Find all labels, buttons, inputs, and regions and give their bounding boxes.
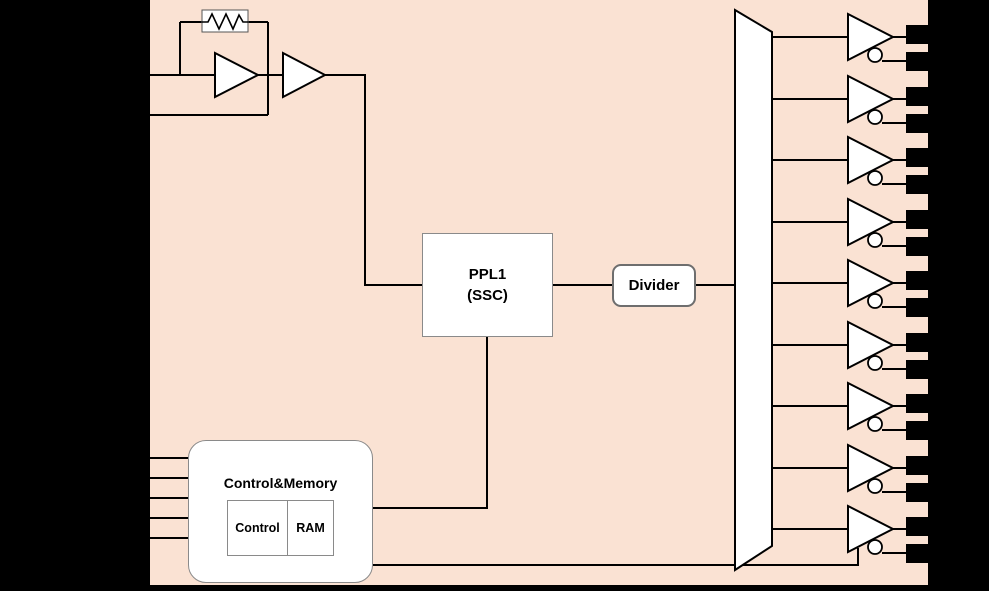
output-pin xyxy=(906,175,928,194)
inverted-output-bubble-icon xyxy=(867,47,883,63)
control-label: Control xyxy=(235,521,280,535)
output-buffer-icon xyxy=(847,12,896,62)
output-pin xyxy=(906,237,928,256)
output-buffer-icon xyxy=(847,135,896,185)
output-pin xyxy=(906,148,928,167)
inverted-output-bubble-icon xyxy=(867,355,883,371)
output-buffer-icon xyxy=(847,320,896,370)
output-channel xyxy=(772,320,928,379)
output-pin xyxy=(906,360,928,379)
resistor-icon xyxy=(202,12,248,31)
wire-control-to-output xyxy=(373,548,859,566)
output-pin xyxy=(906,421,928,440)
pll-label-line1: PPL1 xyxy=(468,266,507,283)
output-pin xyxy=(906,456,928,475)
inverted-output-bubble-icon xyxy=(867,232,883,248)
control-memory-block: Control&Memory Control RAM xyxy=(188,440,373,583)
output-pin xyxy=(906,333,928,352)
output-buffer-icon xyxy=(847,258,896,308)
output-pin xyxy=(906,210,928,229)
output-pin xyxy=(906,52,928,71)
ram-sub-block: RAM xyxy=(288,500,334,556)
output-channel xyxy=(772,504,928,563)
output-channel xyxy=(772,135,928,194)
divider-block: Divider xyxy=(612,264,696,307)
output-buffer-icon xyxy=(847,381,896,431)
clock-distribution-buffer-icon xyxy=(734,8,773,572)
output-channel xyxy=(772,381,928,440)
control-memory-inner: Control RAM xyxy=(227,500,334,556)
control-sub-block: Control xyxy=(227,500,288,556)
output-pin xyxy=(906,298,928,317)
output-pin xyxy=(906,25,928,44)
output-pin xyxy=(906,544,928,563)
output-pin xyxy=(906,483,928,502)
inverted-output-bubble-icon xyxy=(867,109,883,125)
output-channel xyxy=(772,74,928,133)
output-pin xyxy=(906,517,928,536)
output-buffer-icon xyxy=(847,504,896,554)
output-channel xyxy=(772,12,928,71)
output-buffer-icon xyxy=(847,74,896,124)
output-channel xyxy=(772,258,928,317)
pll-block: PPL1 (SSC) xyxy=(422,233,553,337)
pll-label-line2: (SSC) xyxy=(467,287,508,304)
output-pin xyxy=(906,271,928,290)
divider-label: Divider xyxy=(628,277,680,294)
wire-pll-to-control xyxy=(373,337,488,509)
osc-buffer-icon xyxy=(282,51,328,99)
inverted-output-bubble-icon xyxy=(867,170,883,186)
control-memory-label: Control&Memory xyxy=(223,475,338,491)
output-pin xyxy=(906,87,928,106)
ram-label: RAM xyxy=(296,521,325,535)
osc-inverter-icon xyxy=(214,51,261,99)
inverted-output-bubble-icon xyxy=(867,478,883,494)
output-pin xyxy=(906,114,928,133)
output-channel xyxy=(772,443,928,502)
output-buffer-icon xyxy=(847,443,896,493)
output-channel xyxy=(772,197,928,256)
output-buffer-icon xyxy=(847,197,896,247)
inverted-output-bubble-icon xyxy=(867,539,883,555)
inverted-output-bubble-icon xyxy=(867,293,883,309)
wire-osc-to-pll xyxy=(325,74,422,286)
output-pin xyxy=(906,394,928,413)
inverted-output-bubble-icon xyxy=(867,416,883,432)
